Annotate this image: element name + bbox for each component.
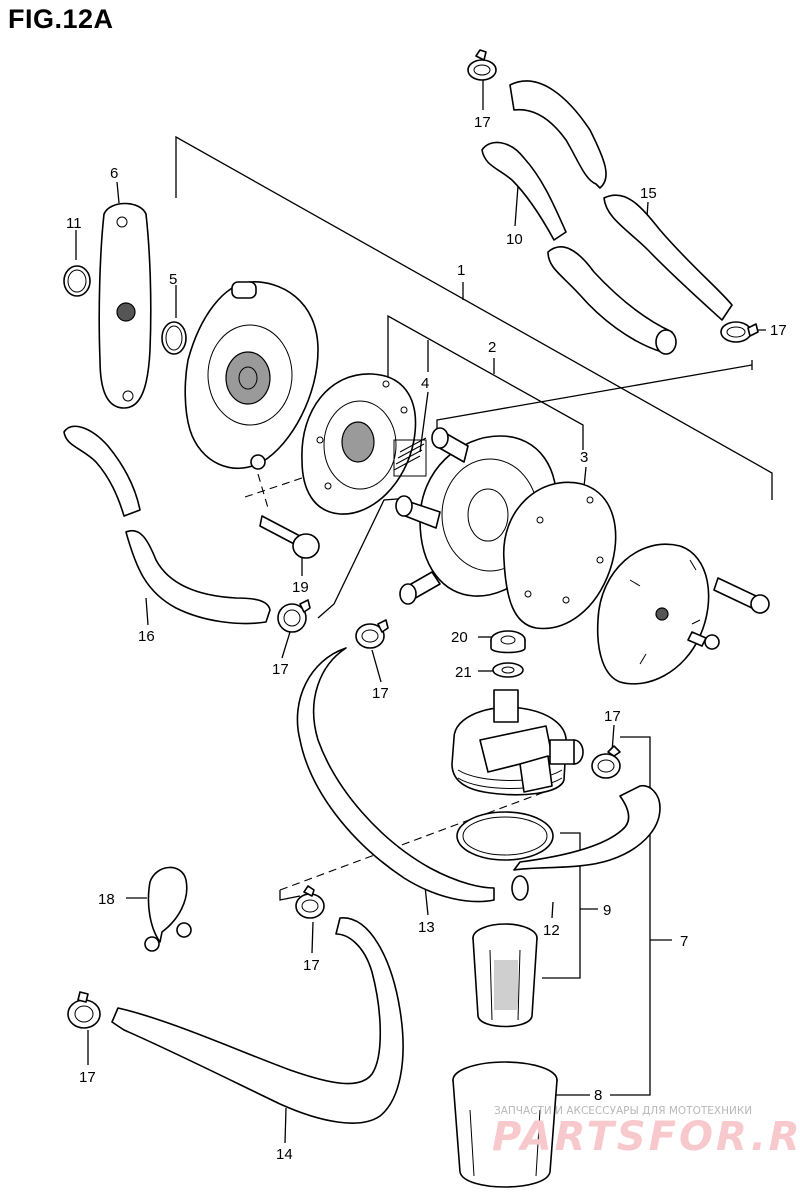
callout-17-bottom-left: 17 — [79, 1069, 96, 1086]
screws-right — [687, 577, 770, 650]
hose-16 — [63, 425, 271, 625]
watermark-tagline: ЗАПЧАСТИ И АКСЕССУАРЫ ДЛЯ МОТОТЕХНИКИ — [494, 1105, 752, 1117]
callout-13: 13 — [418, 919, 435, 936]
watermark-brand: PARTSFOR.RU — [492, 1114, 800, 1160]
pump-cover — [184, 281, 319, 470]
bracket-1 — [175, 135, 773, 500]
callout-10: 10 — [506, 231, 523, 248]
filter-screen — [472, 923, 538, 1028]
diaphragm-4 — [301, 373, 417, 515]
callout-17-right-mid: 17 — [604, 708, 621, 725]
callout-15: 15 — [640, 185, 657, 202]
callout-21: 21 — [455, 664, 472, 681]
callout-4: 4 — [421, 375, 429, 392]
figure-title: FIG.12A — [8, 4, 114, 34]
hose-15 — [509, 80, 733, 321]
spring — [393, 437, 427, 477]
nut-20 — [490, 630, 526, 654]
callout-12: 12 — [543, 922, 560, 939]
washer-21 — [492, 662, 524, 678]
callout-17-center: 17 — [372, 685, 389, 702]
plate-6 — [98, 202, 152, 409]
bracket-2 — [387, 314, 584, 450]
bolt-19 — [259, 515, 320, 559]
callout-5: 5 — [169, 271, 177, 288]
callout-17-right-top: 17 — [770, 322, 787, 339]
callout-19: 19 — [292, 579, 309, 596]
callout-16: 16 — [138, 628, 155, 645]
callout-8: 8 — [594, 1087, 602, 1104]
clip-18 — [144, 866, 192, 952]
rear-cover — [596, 543, 710, 685]
fuel-valve — [451, 689, 584, 796]
hose-10 — [481, 141, 677, 355]
hose-13 — [296, 647, 661, 903]
callout-14: 14 — [276, 1146, 293, 1163]
callout-11: 11 — [66, 215, 82, 232]
callout-7: 7 — [680, 933, 688, 950]
callout-9: 9 — [603, 902, 611, 919]
hose-14 — [111, 917, 404, 1124]
callout-18: 18 — [98, 891, 115, 908]
callout-17-left-mid: 17 — [272, 661, 289, 678]
callout-labels: 1 2 3 4 5 6 7 8 9 10 11 12 13 14 15 16 1… — [66, 114, 787, 1163]
callout-3: 3 — [580, 449, 588, 466]
callout-2: 2 — [488, 339, 496, 356]
callout-20: 20 — [451, 629, 468, 646]
callout-1: 1 — [457, 262, 465, 279]
diaphragm-3 — [503, 481, 617, 630]
o-ring-valve — [456, 811, 554, 861]
clamp-icons — [67, 49, 759, 1029]
callout-6: 6 — [110, 165, 118, 182]
filter-cup — [452, 1061, 558, 1188]
callout-17-lower: 17 — [303, 957, 320, 974]
callout-17-top: 17 — [474, 114, 491, 131]
